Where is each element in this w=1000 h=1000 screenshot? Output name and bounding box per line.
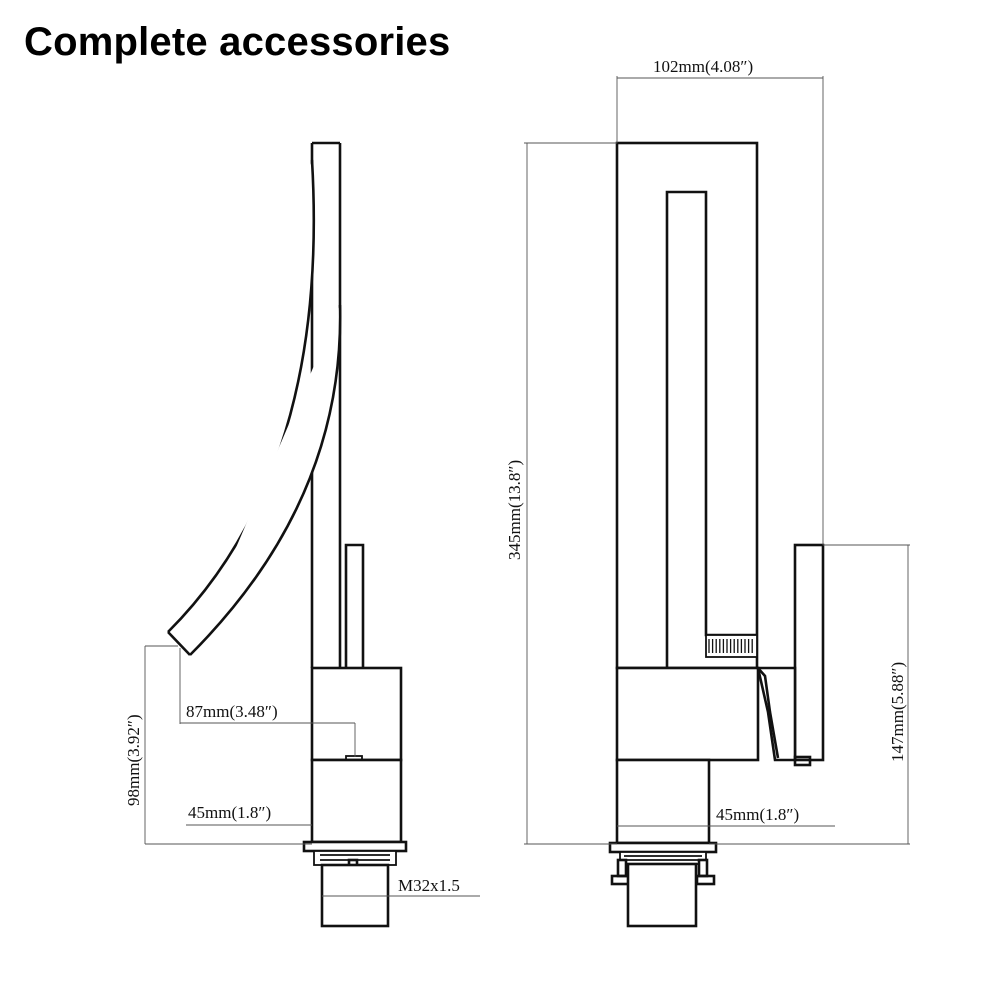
side-handle-lever: [344, 543, 365, 668]
front-aerator-grille: [705, 634, 758, 658]
total-height-label: 345mm(13.8″): [505, 460, 524, 560]
side-base-diameter-label: 45mm(1.8″): [188, 803, 271, 822]
side-threaded-shank: [320, 863, 390, 928]
front-threaded-shank: [626, 862, 698, 928]
dim-side-spout-reach: 87mm(3.48″): [179, 648, 356, 757]
dim-thread: M32x1.5: [322, 876, 480, 897]
dim-side-spout-height: 98mm(3.92″): [124, 645, 312, 845]
front-handle: [756, 543, 825, 767]
page-title: Complete accessories: [24, 20, 451, 64]
front-base-diameter-label: 45mm(1.8″): [716, 805, 799, 824]
spout-reach-label: 87mm(3.48″): [186, 702, 278, 721]
front-base: [615, 758, 711, 845]
thread-label: M32x1.5: [398, 876, 460, 895]
side-view: 98mm(3.92″) 87mm(3.48″) 45mm(1.8″) M32x1…: [124, 141, 480, 928]
front-column: [615, 141, 759, 670]
dim-front-height: 345mm(13.8″): [505, 142, 617, 845]
dim-front-width: 102mm(4.08″): [616, 57, 824, 545]
spout-height-label: 98mm(3.92″): [124, 714, 143, 806]
front-view: 102mm(4.08″) 345mm(13.8″) 147mm(5.88″) 4…: [505, 57, 910, 928]
dim-side-base-diameter: 45mm(1.8″): [186, 803, 312, 826]
dim-front-handle-height: 147mm(5.88″): [709, 544, 910, 845]
front-body: [615, 666, 760, 762]
handle-height-label: 147mm(5.88″): [888, 662, 907, 762]
dim-front-base-diameter: 45mm(1.8″): [617, 805, 835, 827]
side-base: [310, 758, 403, 844]
side-body: [310, 666, 403, 762]
total-width-label: 102mm(4.08″): [653, 57, 753, 76]
side-curved-spout: [167, 159, 342, 656]
